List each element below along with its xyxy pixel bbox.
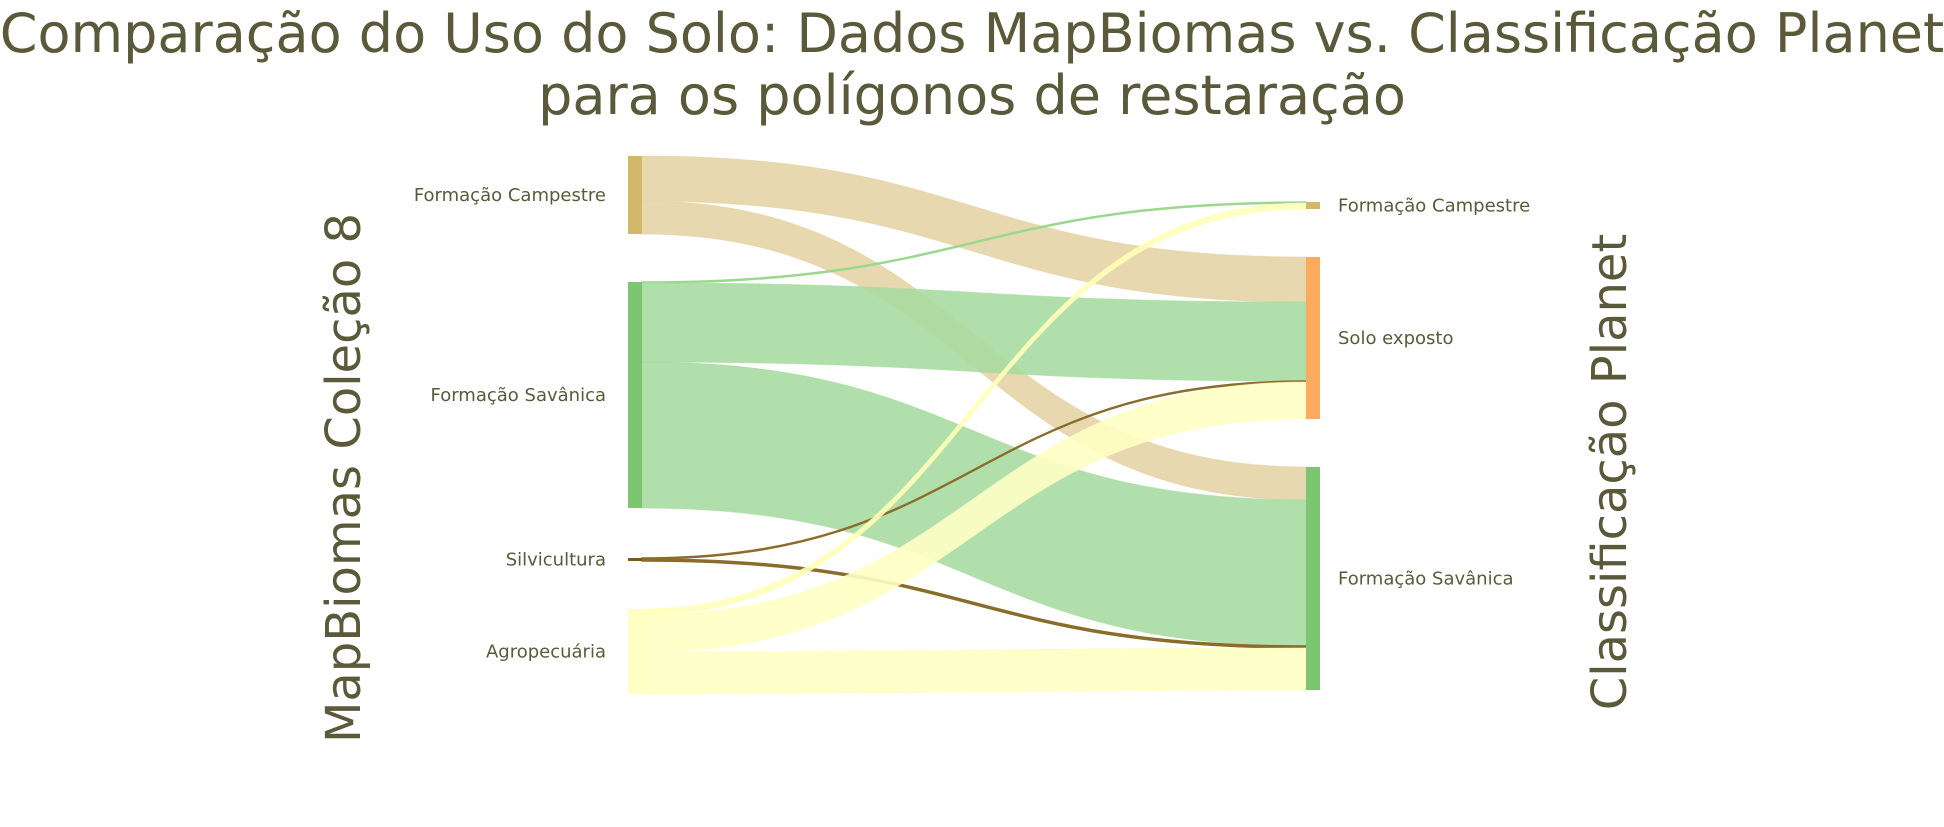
target-node-label-savanica: Formação Savânica	[1338, 569, 1514, 590]
sankey-links	[641, 155, 1307, 695]
left-axis-label: MapBiomas Coleção 8	[316, 213, 372, 743]
target-node-campestre	[1306, 202, 1320, 209]
sankey-nodes	[628, 156, 1320, 694]
right-axis-label: Classificação Planet	[1582, 234, 1638, 711]
target-node-savanica	[1306, 467, 1320, 690]
source-node-agro	[628, 609, 642, 694]
target-node-label-solo: Solo exposto	[1338, 328, 1453, 349]
source-node-savanica	[628, 282, 642, 508]
chart-titles: Comparação do Uso do Solo: Dados MapBiom…	[0, 2, 1944, 743]
source-node-label-silvicultura: Silvicultura	[506, 550, 606, 571]
sankey-link-agro-to-savanica	[641, 647, 1307, 695]
chart-title-line-1: Comparação do Uso do Solo: Dados MapBiom…	[0, 2, 1944, 65]
source-node-campestre	[628, 156, 642, 234]
chart-title-line-2: para os polígonos de restaração	[538, 64, 1406, 127]
source-node-silvicultura	[628, 558, 642, 561]
target-node-solo	[1306, 257, 1320, 419]
target-node-label-campestre: Formação Campestre	[1338, 196, 1530, 217]
source-node-label-agro: Agropecuária	[486, 642, 606, 663]
source-node-label-campestre: Formação Campestre	[414, 185, 606, 206]
source-node-label-savanica: Formação Savânica	[430, 385, 606, 406]
